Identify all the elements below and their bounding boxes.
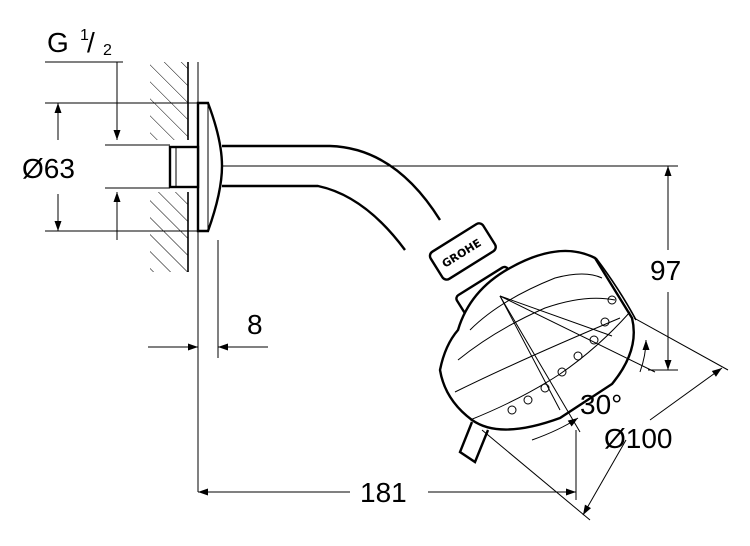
dim-projection: 181 xyxy=(198,430,577,508)
dim-drop-height: 97 xyxy=(222,165,681,371)
thread-label: G xyxy=(47,27,69,58)
head-diameter-label: Ø100 xyxy=(604,423,673,454)
ball-joint xyxy=(428,222,497,281)
thread-frac-sep: / xyxy=(87,27,95,58)
dim-thread: G 1 / 2 xyxy=(45,27,170,240)
drop-height-label: 97 xyxy=(650,255,681,286)
shower-head xyxy=(438,249,637,464)
dim-head-diameter: Ø100 xyxy=(481,317,729,521)
dim-wall-offset: 8 xyxy=(148,240,268,492)
wall-flange xyxy=(196,101,224,233)
dim-flange-diameter: Ø63 xyxy=(22,102,198,232)
dim-spray-angle: 30° xyxy=(499,295,656,441)
wall-section xyxy=(150,62,199,272)
flange-diameter-label: Ø63 xyxy=(22,153,75,184)
spray-angle-label: 30° xyxy=(580,389,622,420)
projection-label: 181 xyxy=(360,477,407,508)
thread-stub xyxy=(168,145,200,189)
thread-frac-num: 1 xyxy=(80,27,89,44)
spray-nozzles xyxy=(507,295,617,415)
thread-frac-den: 2 xyxy=(103,42,112,59)
wall-offset-label: 8 xyxy=(247,309,263,340)
shower-arm xyxy=(222,144,442,251)
